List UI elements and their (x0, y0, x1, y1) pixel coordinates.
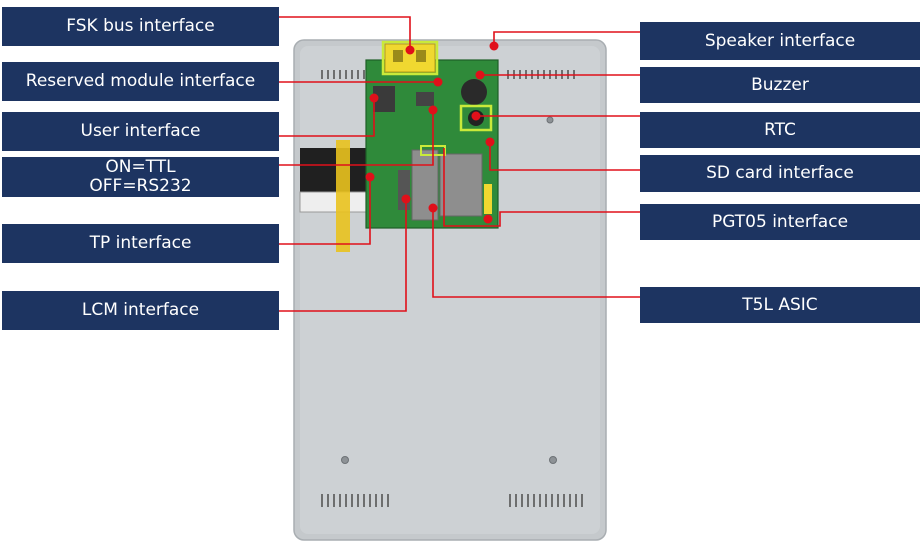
leader-lines (279, 16, 640, 312)
power-inductor (373, 86, 395, 112)
t5l-asic-chip (439, 153, 483, 217)
label-rtc: RTC (640, 112, 920, 148)
tape-strip (336, 140, 350, 252)
label-pgt05-interface: PGT05 interface (640, 204, 920, 240)
label-user-interface: User interface (2, 112, 279, 151)
bottom-right-vents (509, 494, 583, 507)
label-speaker-interface: Speaker interface (640, 22, 920, 60)
label-on-off-switch: ON=TTL OFF=RS232 (2, 157, 279, 197)
leader-dots (365, 41, 499, 224)
label-reserved-module-interface: Reserved module interface (2, 62, 279, 101)
label-fsk-bus-interface: FSK bus interface (2, 7, 279, 46)
label-lcm-interface: LCM interface (2, 291, 279, 330)
buzzer-part (461, 79, 487, 105)
bottom-left-vents (321, 494, 389, 507)
label-tp-interface: TP interface (2, 224, 279, 263)
mount-screws (341, 116, 557, 464)
label-sd-card-interface: SD card interface (640, 155, 920, 192)
label-buzzer: Buzzer (640, 67, 920, 103)
pgt05-connector (484, 184, 492, 214)
top-left-vents (321, 70, 365, 79)
label-t5l-asic: T5L ASIC (640, 287, 920, 323)
rtc-highlight (459, 104, 493, 132)
